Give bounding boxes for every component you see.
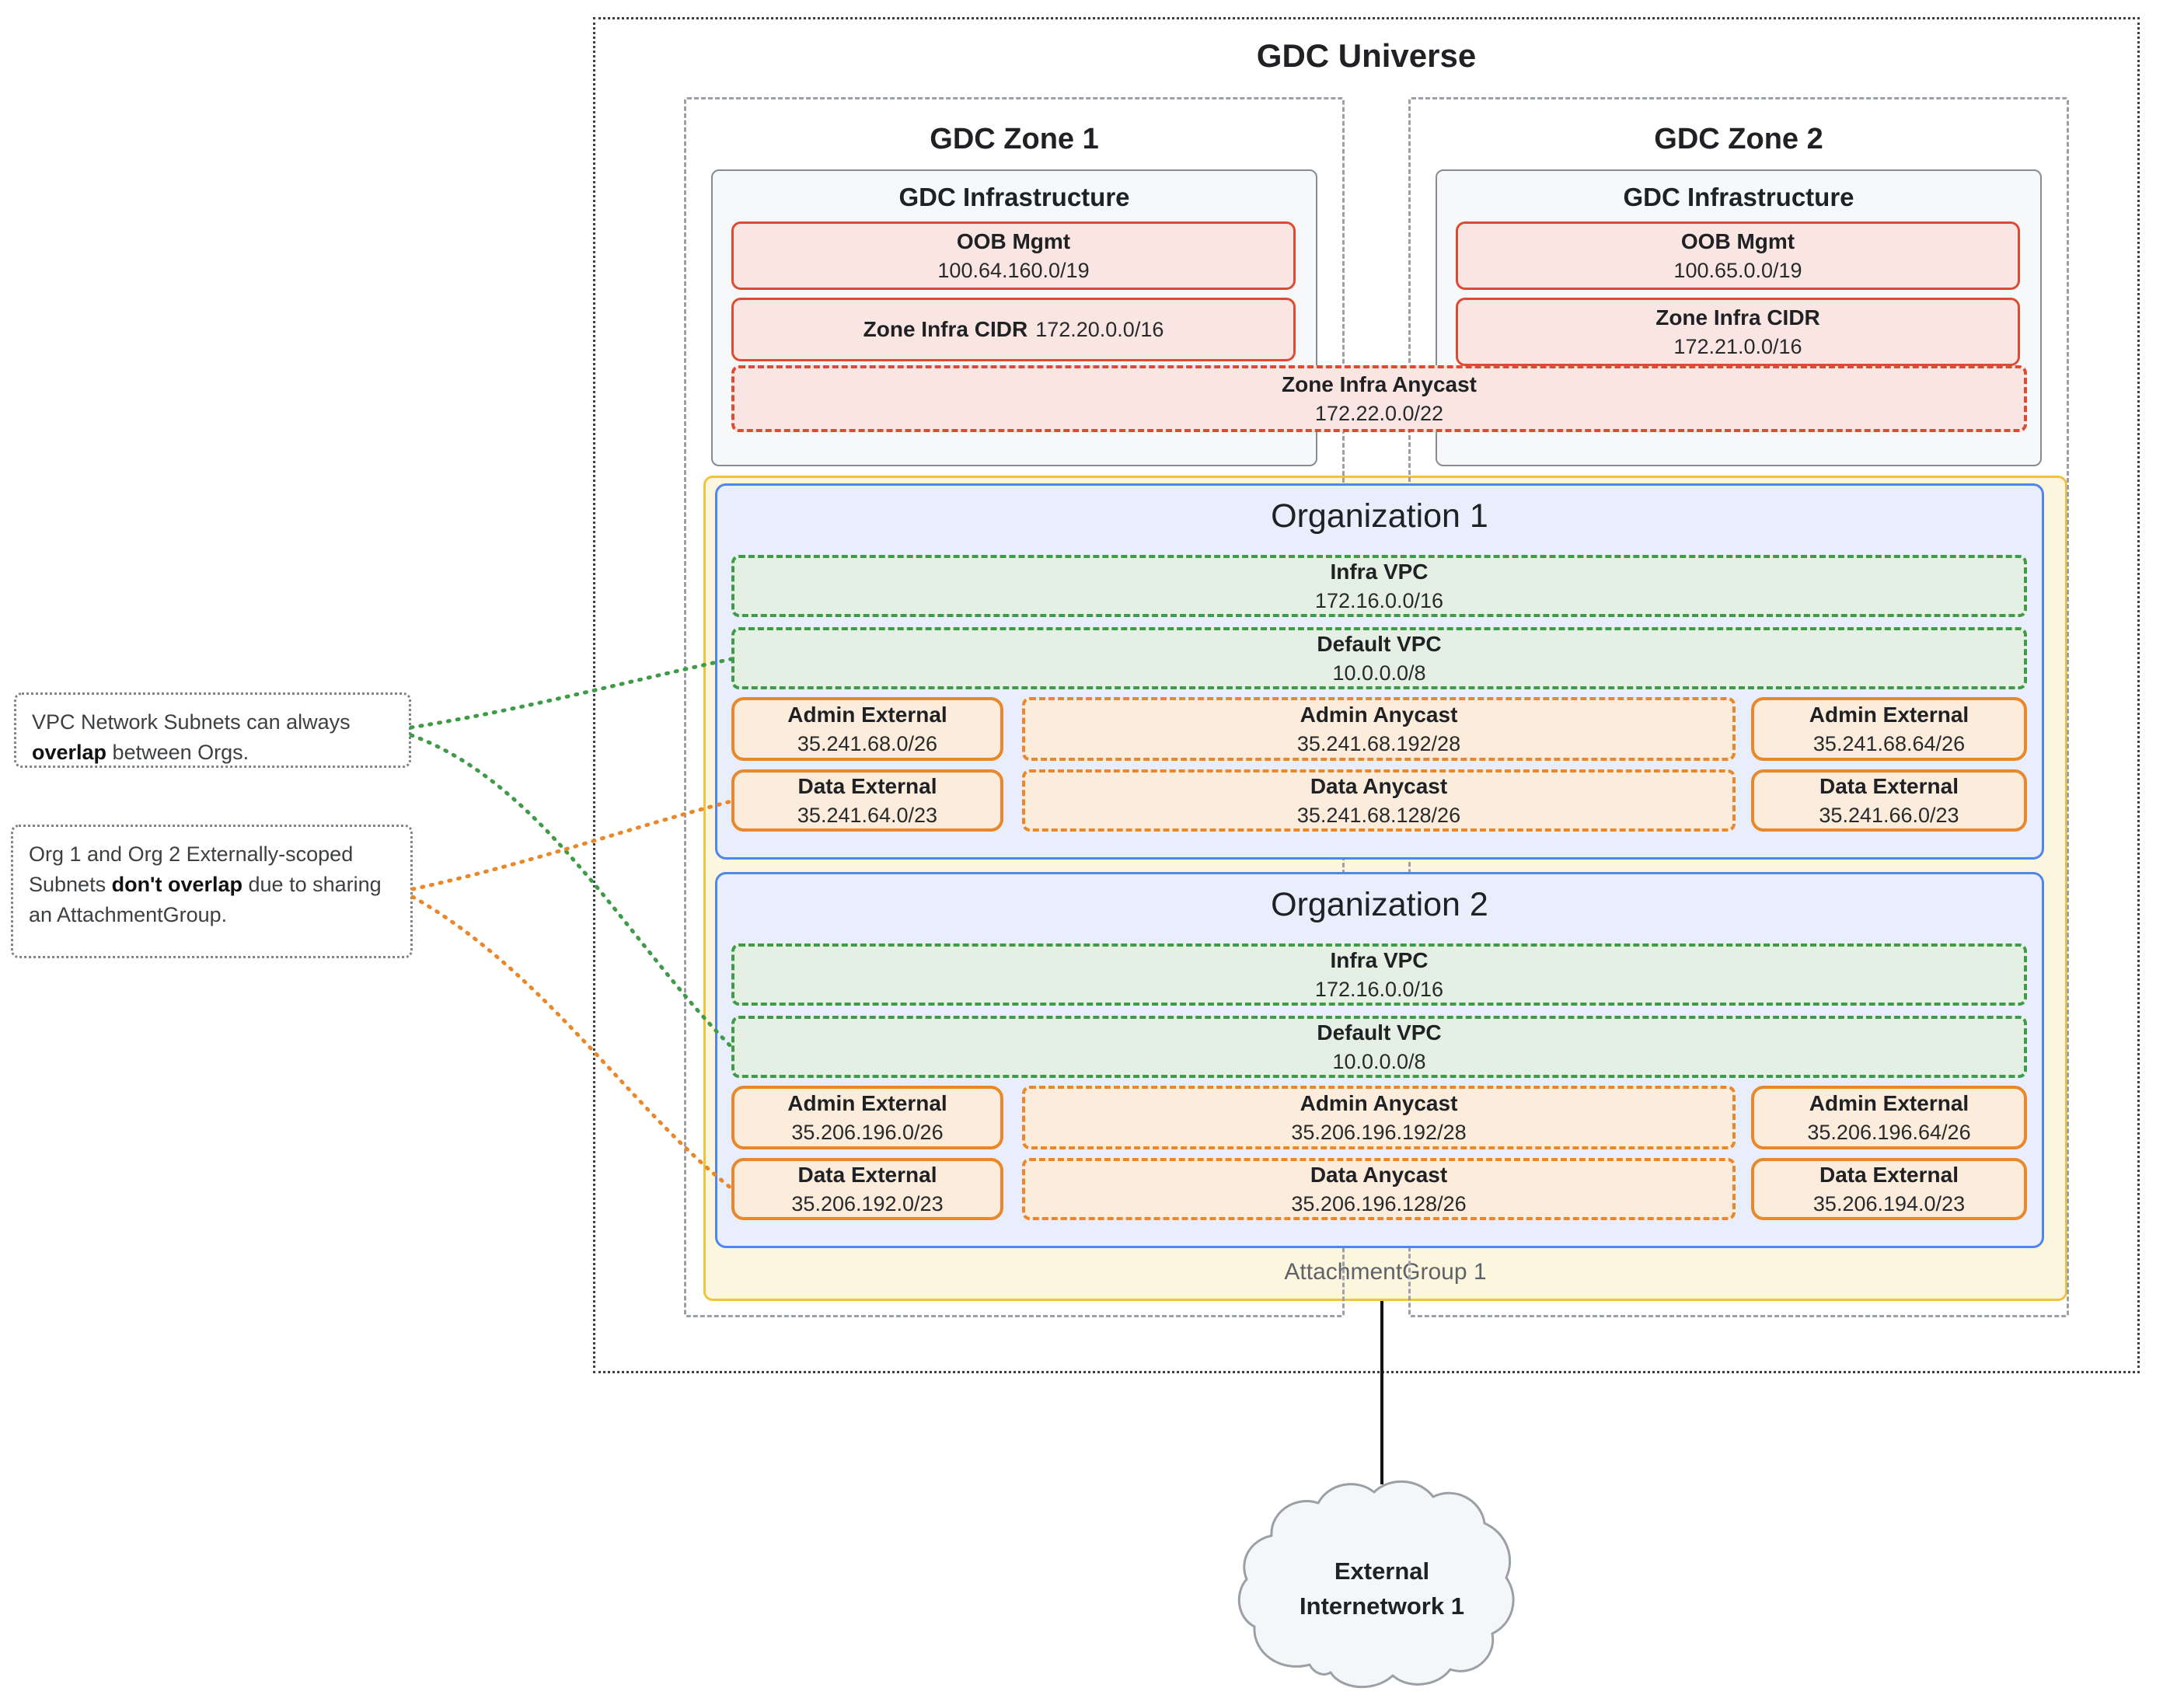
org2-infra-vpc-label: Infra VPC — [1330, 947, 1429, 972]
oob-mgmt-cidr-zone2: 100.65.0.0/19 — [1673, 258, 1802, 282]
oob-mgmt-box-zone1: OOB Mgmt 100.64.160.0/19 — [731, 221, 1296, 290]
org1-admin-external-right-cidr: 35.241.68.64/26 — [1812, 731, 1966, 755]
org1-admin-anycast-label: Admin Anycast — [1300, 702, 1458, 727]
annotation-vpc-overlap: VPC Network Subnets can always overlap b… — [14, 692, 411, 768]
zone-infra-anycast-cidr: 172.22.0.0/22 — [1314, 401, 1444, 425]
org2-admin-external-left-box: Admin External 35.206.196.0/26 — [731, 1086, 1003, 1149]
org1-default-vpc-label: Default VPC — [1317, 631, 1442, 656]
oob-mgmt-cidr-zone1: 100.64.160.0/19 — [937, 258, 1090, 282]
gdc-zone-1-title: GDC Zone 1 — [930, 123, 1099, 155]
gdc-zone-2-title: GDC Zone 2 — [1654, 123, 1823, 155]
org1-admin-external-left-box: Admin External 35.241.68.0/26 — [731, 697, 1003, 761]
org1-admin-external-left-label: Admin External — [787, 702, 947, 727]
annotation-vpc-overlap-text-after: between Orgs. — [106, 741, 249, 765]
org1-data-external-left-label: Data External — [797, 773, 937, 798]
organization-1-title: Organization 1 — [1271, 497, 1488, 535]
org1-admin-anycast-box: Admin Anycast 35.241.68.192/28 — [1022, 697, 1736, 761]
oob-mgmt-label-zone1: OOB Mgmt — [956, 228, 1071, 253]
org2-data-external-left-cidr: 35.206.192.0/23 — [791, 1191, 944, 1215]
zone-infra-cidr-value-zone1: 172.20.0.0/16 — [1035, 317, 1164, 341]
org1-default-vpc-cidr: 10.0.0.0/8 — [1332, 661, 1426, 685]
zone-infra-anycast-label: Zone Infra Anycast — [1281, 371, 1477, 396]
oob-mgmt-box-zone2: OOB Mgmt 100.65.0.0/19 — [1456, 221, 2020, 290]
external-internetwork-cloud — [1237, 1481, 1515, 1689]
org2-admin-external-left-label: Admin External — [787, 1090, 947, 1115]
org2-admin-external-right-cidr: 35.206.196.64/26 — [1807, 1120, 1971, 1144]
org1-infra-vpc-cidr: 172.16.0.0/16 — [1314, 588, 1444, 612]
org2-infra-vpc-box: Infra VPC 172.16.0.0/16 — [731, 943, 2027, 1006]
org2-admin-anycast-box: Admin Anycast 35.206.196.192/28 — [1022, 1086, 1736, 1149]
org1-data-external-right-label: Data External — [1819, 773, 1959, 798]
annotation-no-overlap-text-bold: don't overlap — [111, 873, 243, 897]
org1-data-external-left-box: Data External 35.241.64.0/23 — [731, 769, 1003, 832]
org2-admin-external-left-cidr: 35.206.196.0/26 — [791, 1120, 944, 1144]
org2-data-external-right-label: Data External — [1819, 1162, 1959, 1187]
org2-default-vpc-box: Default VPC 10.0.0.0/8 — [731, 1016, 2027, 1078]
org1-default-vpc-box: Default VPC 10.0.0.0/8 — [731, 627, 2027, 689]
org2-data-external-right-cidr: 35.206.194.0/23 — [1812, 1191, 1966, 1215]
annotation-no-overlap-text-after: due to sharing an AttachmentGroup. — [29, 873, 382, 927]
org2-data-anycast-cidr: 35.206.196.128/26 — [1291, 1191, 1467, 1215]
org1-infra-vpc-label: Infra VPC — [1330, 559, 1429, 584]
org1-admin-external-right-label: Admin External — [1809, 702, 1969, 727]
cloud-shape — [1237, 1481, 1515, 1689]
org2-default-vpc-label: Default VPC — [1317, 1020, 1442, 1045]
org1-admin-anycast-cidr: 35.241.68.192/28 — [1296, 731, 1461, 755]
org2-data-external-right-box: Data External 35.206.194.0/23 — [1751, 1158, 2027, 1220]
gdc-universe-title: GDC Universe — [1256, 37, 1477, 74]
org1-infra-vpc-box: Infra VPC 172.16.0.0/16 — [731, 555, 2027, 617]
org2-infra-vpc-cidr: 172.16.0.0/16 — [1314, 977, 1444, 1001]
attachment-group-label: AttachmentGroup 1 — [1284, 1259, 1487, 1285]
annotation-vpc-overlap-text-bold: overlap — [32, 741, 107, 765]
gdc-infrastructure-title-zone2: GDC Infrastructure — [1623, 183, 1854, 211]
org2-data-anycast-label: Data Anycast — [1310, 1162, 1448, 1187]
annotation-no-overlap-text-before: Org 1 and Org 2 Externally-scoped Subnet… — [29, 842, 354, 897]
annotation-vpc-overlap-text-before: VPC Network Subnets can always — [32, 710, 351, 734]
org2-data-anycast-box: Data Anycast 35.206.196.128/26 — [1022, 1158, 1736, 1220]
org1-admin-external-left-cidr: 35.241.68.0/26 — [797, 731, 938, 755]
org1-data-anycast-cidr: 35.241.68.128/26 — [1296, 803, 1461, 827]
org2-default-vpc-cidr: 10.0.0.0/8 — [1332, 1049, 1426, 1073]
org1-data-anycast-box: Data Anycast 35.241.68.128/26 — [1022, 769, 1736, 832]
gdc-infrastructure-title-zone1: GDC Infrastructure — [898, 183, 1130, 211]
zone-infra-anycast-box: Zone Infra Anycast 172.22.0.0/22 — [731, 365, 2027, 432]
annotation-no-overlap: Org 1 and Org 2 Externally-scoped Subnet… — [11, 825, 413, 958]
zone-infra-cidr-label-zone1: Zone Infra CIDR — [863, 317, 1028, 342]
org1-admin-external-right-box: Admin External 35.241.68.64/26 — [1751, 697, 2027, 761]
org2-admin-external-right-label: Admin External — [1809, 1090, 1969, 1115]
zone-infra-cidr-box-zone2: Zone Infra CIDR 172.21.0.0/16 — [1456, 298, 2020, 366]
org1-data-anycast-label: Data Anycast — [1310, 773, 1448, 798]
org2-admin-anycast-cidr: 35.206.196.192/28 — [1291, 1120, 1467, 1144]
oob-mgmt-label-zone2: OOB Mgmt — [1680, 228, 1795, 253]
zone-infra-cidr-label-zone2: Zone Infra CIDR — [1655, 305, 1820, 330]
zone-infra-cidr-box-zone1: Zone Infra CIDR 172.20.0.0/16 — [731, 298, 1296, 361]
organization-2-title: Organization 2 — [1271, 886, 1488, 923]
external-internetwork-label: External Internetwork 1 — [1300, 1557, 1464, 1620]
org1-data-external-right-box: Data External 35.241.66.0/23 — [1751, 769, 2027, 832]
zone-infra-cidr-value-zone2: 172.21.0.0/16 — [1673, 334, 1802, 358]
org2-admin-anycast-label: Admin Anycast — [1300, 1090, 1458, 1115]
attachment-to-internetwork-line — [1380, 1301, 1383, 1484]
org2-admin-external-right-box: Admin External 35.206.196.64/26 — [1751, 1086, 2027, 1149]
org2-data-external-left-box: Data External 35.206.192.0/23 — [731, 1158, 1003, 1220]
org1-data-external-left-cidr: 35.241.64.0/23 — [797, 803, 938, 827]
org1-data-external-right-cidr: 35.241.66.0/23 — [1819, 803, 1959, 827]
org2-data-external-left-label: Data External — [797, 1162, 937, 1187]
